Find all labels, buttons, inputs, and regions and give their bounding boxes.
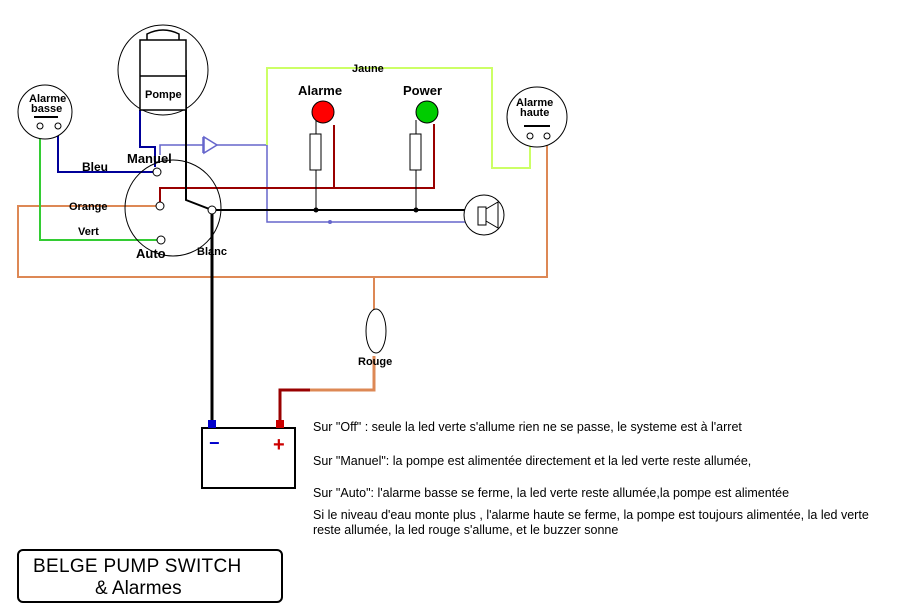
wire-yellow-jaune (266, 67, 531, 169)
battery-plus-terminal (276, 420, 284, 428)
bleu-label: Bleu (82, 160, 108, 174)
battery-body (201, 427, 296, 489)
note-off: Sur "Off" : seule la led verte s'allume … (313, 420, 742, 434)
pump-circle (117, 24, 209, 116)
power-led-label: Power (403, 83, 442, 98)
wire-orange-loop (17, 140, 548, 278)
fuse-rouge-icon (365, 308, 387, 354)
wire-blue-bleu (57, 130, 157, 173)
wire-black-common (185, 70, 474, 211)
vert-label: Vert (78, 226, 99, 238)
title-line-1: BELGE PUMP SWITCH (33, 556, 242, 577)
alarme-led-resistor (309, 133, 322, 171)
power-led-resistor (409, 133, 422, 171)
wire-green-vert (39, 130, 160, 241)
switch-terminal-orange (155, 201, 165, 211)
blanc-label: Blanc (197, 246, 227, 258)
wire-blue-pump (139, 110, 156, 167)
wire-red-switch (159, 124, 435, 205)
alarme-haute-label-1: Alarme (516, 97, 553, 109)
note-niveau: Si le niveau d'eau monte plus , l'alarme… (313, 508, 869, 537)
battery-minus-label: − (209, 433, 220, 453)
title-line-2: & Alarmes (95, 578, 182, 599)
pump-label: Pompe (145, 89, 182, 101)
note-auto: Sur "Auto": l'alarme basse se ferme, la … (313, 486, 790, 500)
pump-top (146, 29, 180, 40)
switch-circle[interactable] (124, 159, 222, 257)
orange-label: Orange (69, 201, 108, 213)
title-box: BELGE PUMP SWITCH & Alarmes (17, 549, 283, 603)
wire-orange-short (310, 356, 376, 392)
note-manuel: Sur "Manuel": la pompe est alimentée dir… (313, 454, 752, 468)
auto-label: Auto (136, 246, 166, 261)
alarme-led-icon (311, 100, 335, 124)
alarme-led-label: Alarme (298, 83, 342, 98)
battery-plus-label: + (273, 434, 285, 456)
alarme-basse-label-1: Alarme (29, 93, 66, 105)
alarme-haute-label-2: haute (520, 107, 549, 119)
jaune-label: Jaune (352, 63, 384, 75)
switch-terminal-manuel (152, 167, 162, 177)
alarme-haute-circle[interactable] (506, 86, 568, 148)
switch-terminal-common (207, 205, 217, 215)
alarme-basse-label-2: basse (31, 103, 62, 115)
buzzer-icon (477, 206, 487, 226)
manuel-label: Manuel (127, 151, 172, 166)
rouge-label: Rouge (358, 356, 392, 368)
battery-minus-terminal (208, 420, 216, 428)
pump-body (139, 39, 187, 111)
switch-terminal-auto (156, 235, 166, 245)
diode-icon (203, 135, 219, 155)
power-led-icon (415, 100, 439, 124)
